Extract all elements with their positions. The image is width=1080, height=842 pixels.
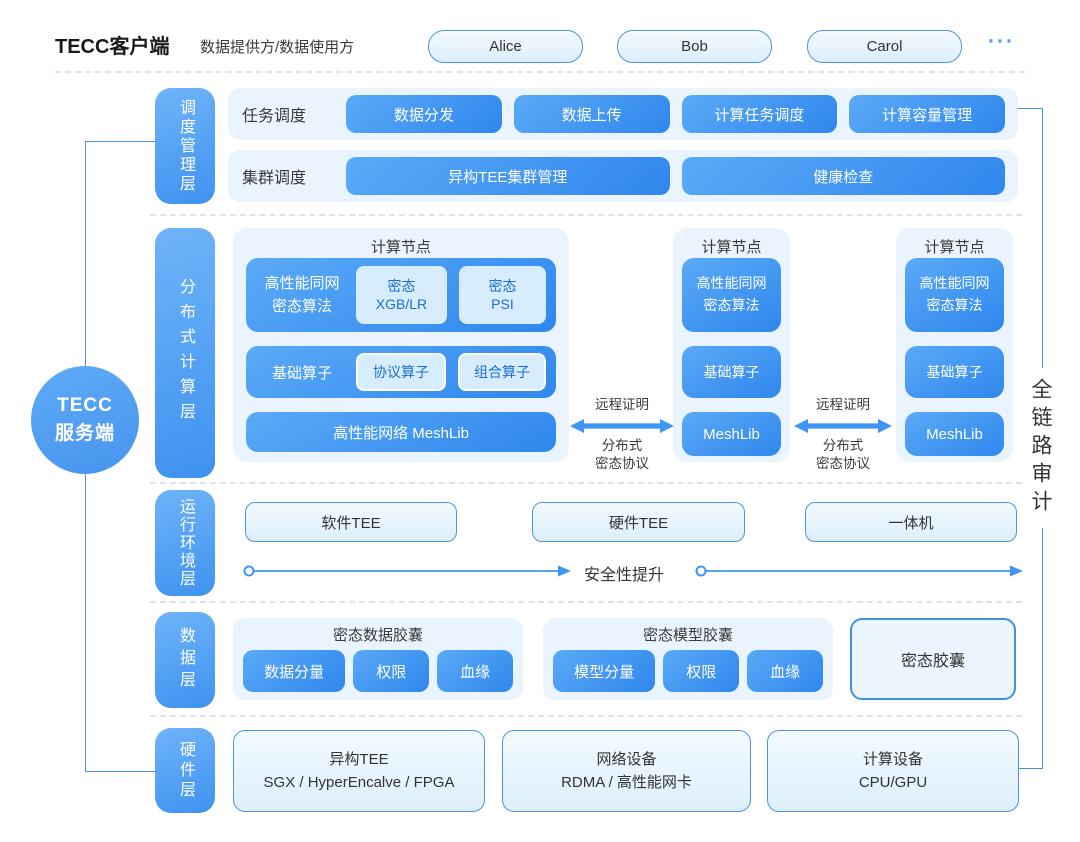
chip-lineage: 血缘 [437, 650, 514, 692]
protocol-operator-item: 协议算子 [356, 353, 446, 391]
basic-operator-box: 基础算子 协议算子 组合算子 [246, 346, 556, 398]
compute-node-title: 计算节点 [924, 239, 985, 256]
divider [150, 214, 1022, 216]
data-capsule-group: 密态数据胶囊 数据分量 权限 血缘 [233, 618, 523, 700]
task-scheduling-row: 任务调度 数据分发 数据上传 计算任务调度 计算容量管理 [228, 88, 1018, 140]
compute-node-small-a: 计算节点 高性能同网 密态算法 基础算子 MeshLib [673, 228, 790, 462]
chip-health-check: 健康检查 [681, 157, 1005, 195]
client-pill-bob: Bob [617, 30, 772, 63]
confidential-algo-box: 高性能同网 密态算法 [905, 258, 1004, 332]
chip-data-upload: 数据上传 [513, 95, 670, 133]
chip-permission: 权限 [353, 650, 430, 692]
node-link-1: 远程证明 分布式 密态协议 [568, 396, 676, 473]
basic-operator-box: 基础算子 [682, 346, 781, 398]
network-device-line2: RDMA / 高性能网卡 [561, 774, 692, 791]
chip-data-distribution: 数据分发 [346, 95, 502, 133]
task-scheduling-label: 任务调度 [242, 108, 307, 125]
tecc-server-node: TECC 服务端 [31, 366, 139, 474]
tecc-server-label-line2: 服务端 [54, 423, 115, 444]
distributed-protocol-label-l2: 密态协议 [816, 456, 870, 471]
confidential-capsule-box: 密态胶囊 [850, 618, 1016, 700]
layer-label-computing: 分布式计算层 [155, 228, 215, 478]
layer-label-hardware: 硬件层 [155, 728, 215, 813]
divider [150, 715, 1022, 717]
hetero-tee-line1: 异构TEE [329, 750, 389, 768]
composite-operator-item: 组合算子 [457, 353, 546, 391]
double-arrow-icon [570, 419, 674, 433]
compute-node-main: 计算节点 高性能同网 密态算法 密态 XGB/LR 密态 PSI 基础算子 协议… [233, 228, 569, 462]
hardware-tee-box: 硬件TEE [532, 502, 745, 542]
chip-tee-cluster-management: 异构TEE集群管理 [346, 157, 670, 195]
cluster-scheduling-label: 集群调度 [242, 170, 307, 187]
algo-item-psi: 密态 PSI [458, 266, 546, 324]
basic-operator-box: 基础算子 [905, 346, 1004, 398]
security-axis-left-arrow-icon [243, 565, 571, 577]
page-title: TECC客户端 [55, 36, 170, 58]
algo-item-xgb-lr: 密态 XGB/LR [356, 266, 447, 324]
network-device-box: 网络设备 RDMA / 高性能网卡 [502, 730, 751, 812]
cluster-scheduling-row: 集群调度 异构TEE集群管理 健康检查 [228, 150, 1018, 202]
layer-label-data: 数据层 [155, 612, 215, 708]
chip-permission: 权限 [663, 650, 740, 692]
all-in-one-box: 一体机 [805, 502, 1017, 542]
chip-compute-task-scheduling: 计算任务调度 [681, 95, 838, 133]
chip-lineage: 血缘 [747, 650, 824, 692]
header-subtitle: 数据提供方/数据使用方 [200, 39, 355, 56]
network-device-line1: 网络设备 [596, 750, 657, 768]
hetero-tee-line2: SGX / HyperEncalve / FPGA [263, 774, 455, 791]
more-clients-icon: ··· [988, 30, 1015, 53]
divider [55, 71, 1025, 73]
node-link-2: 远程证明 分布式 密态协议 [792, 396, 894, 473]
hetero-tee-hardware-box: 异构TEE SGX / HyperEncalve / FPGA [233, 730, 485, 812]
compute-node-title: 计算节点 [701, 239, 762, 256]
divider [150, 601, 1022, 603]
compute-device-line2: CPU/GPU [858, 774, 928, 791]
remote-attestation-label: 远程证明 [595, 397, 649, 412]
security-axis-label: 安全性提升 [583, 567, 664, 584]
model-capsule-group: 密态模型胶囊 模型分量 权限 血缘 [543, 618, 833, 700]
data-capsule-title: 密态数据胶囊 [332, 627, 423, 644]
chip-data-shard: 数据分量 [243, 650, 346, 692]
distributed-protocol-label-l1: 分布式 [822, 438, 864, 453]
compute-node-small-b: 计算节点 高性能同网 密态算法 基础算子 MeshLib [896, 228, 1013, 462]
software-tee-box: 软件TEE [245, 502, 457, 542]
confidential-algo-box: 高性能同网 密态算法 [682, 258, 781, 332]
confidential-algo-label: 高性能同网 密态算法 [264, 274, 340, 315]
basic-operator-label: 基础算子 [271, 364, 332, 382]
meshlib-box: MeshLib [905, 412, 1004, 456]
layer-label-runtime: 运行环境层 [155, 490, 215, 596]
layer-label-scheduling: 调度管理层 [155, 88, 215, 204]
meshlib-box: MeshLib [682, 412, 781, 456]
confidential-algo-box: 高性能同网 密态算法 密态 XGB/LR 密态 PSI [246, 258, 556, 332]
divider [150, 482, 1022, 484]
security-axis-right-arrow-icon [695, 565, 1023, 577]
double-arrow-icon [794, 419, 892, 433]
client-pill-carol: Carol [807, 30, 962, 63]
distributed-protocol-label-l1: 分布式 [601, 438, 643, 453]
client-pill-alice: Alice [428, 30, 583, 63]
chip-compute-capacity-management: 计算容量管理 [849, 95, 1005, 133]
compute-node-title: 计算节点 [370, 239, 431, 256]
compute-device-box: 计算设备 CPU/GPU [767, 730, 1019, 812]
distributed-protocol-label-l2: 密态协议 [595, 456, 649, 471]
chip-model-shard: 模型分量 [553, 650, 656, 692]
remote-attestation-label: 远程证明 [816, 397, 870, 412]
model-capsule-title: 密态模型胶囊 [642, 627, 733, 644]
tecc-server-label-line1: TECC [57, 394, 113, 416]
compute-device-line1: 计算设备 [862, 750, 923, 768]
full-link-audit-label: 全链路审计 [1028, 368, 1053, 528]
meshlib-network-box: 高性能网络 MeshLib [246, 412, 556, 452]
